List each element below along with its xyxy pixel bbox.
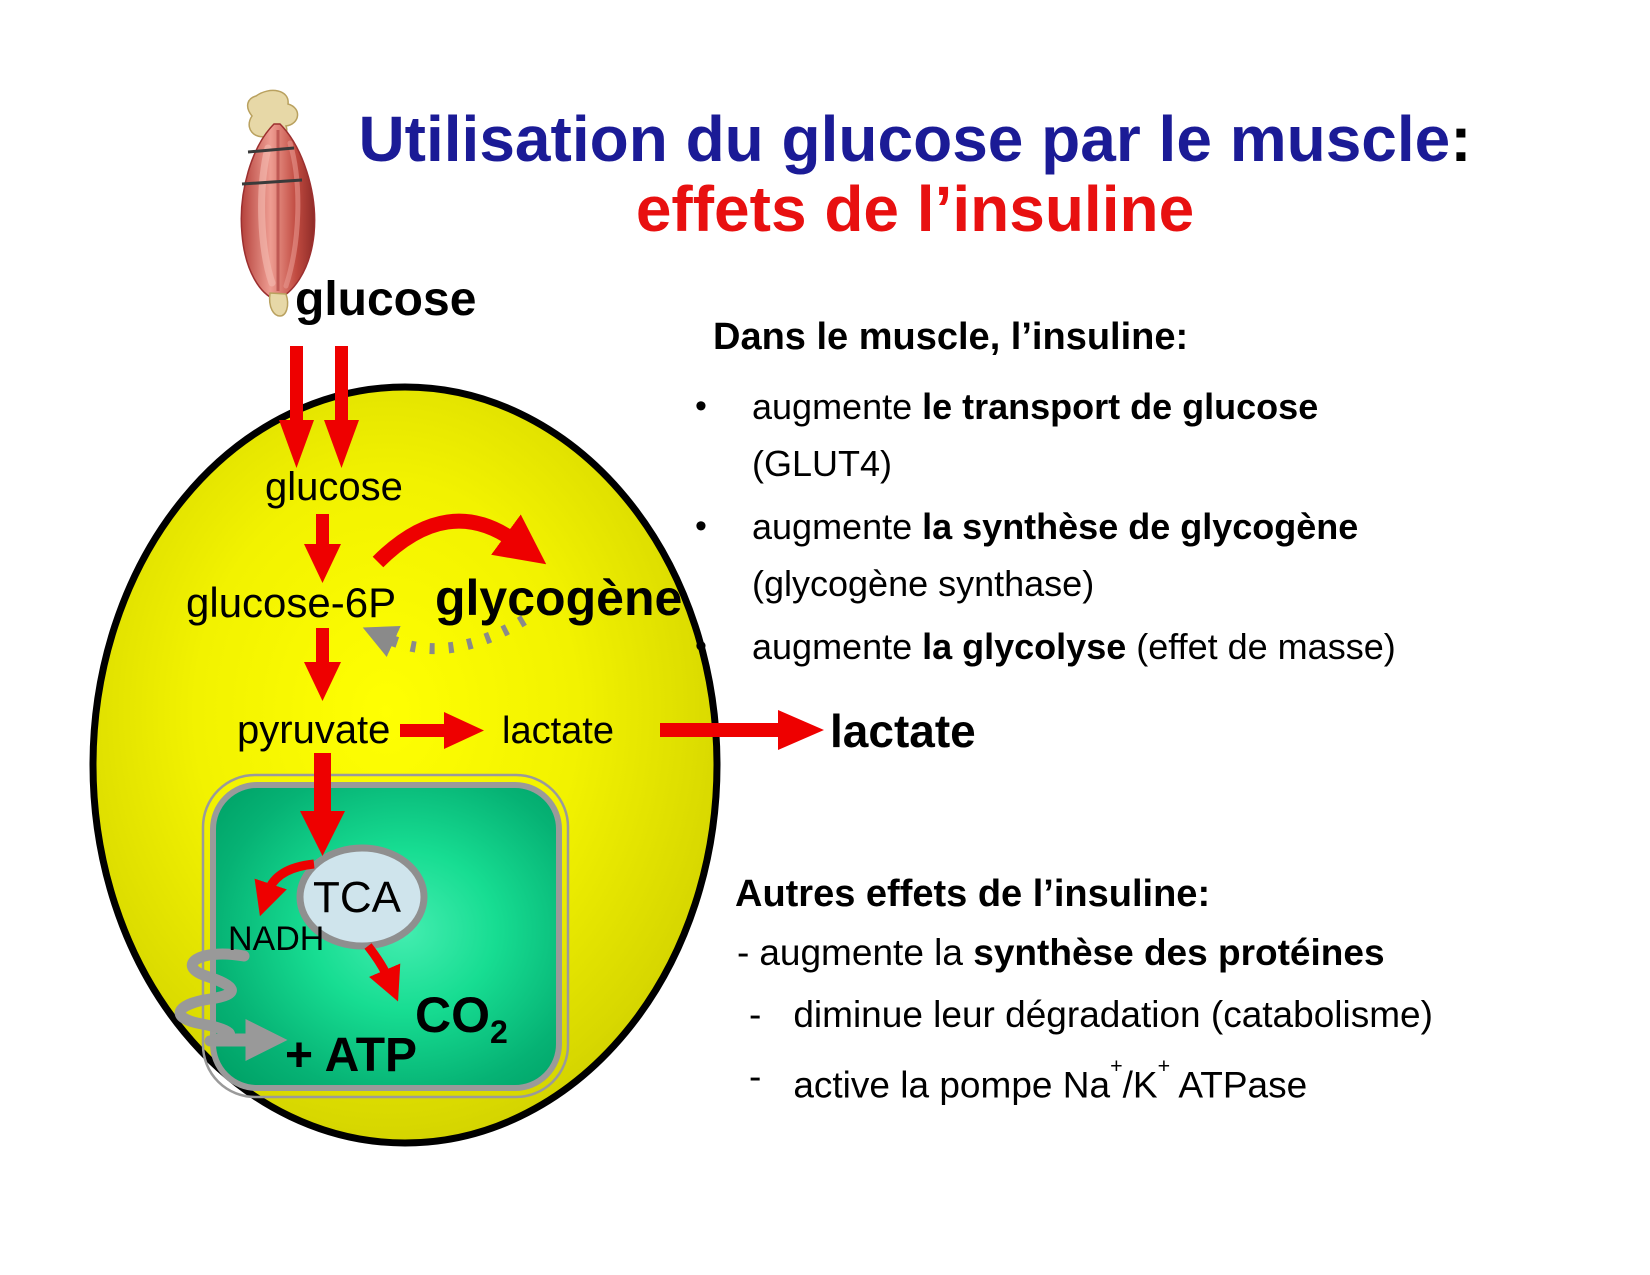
glucose-entry-arrows xyxy=(279,346,359,468)
item-text: diminue leur dégradation (catabolisme) xyxy=(793,994,1433,1035)
dash-icon: - xyxy=(737,932,750,973)
glucose-extracellular-label: glucose xyxy=(295,273,477,326)
glucose-intracellular-label: glucose xyxy=(265,465,403,509)
bullet-bold: le transport de glucose xyxy=(922,386,1319,427)
item-post: ATPase xyxy=(1170,1064,1308,1106)
bullet-icon: • xyxy=(695,387,707,425)
glucose-6p-label: glucose-6P xyxy=(186,579,397,626)
pyruvate-label: pyruvate xyxy=(237,708,391,752)
atp-label: + ATP xyxy=(285,1029,418,1082)
bullet-bold: la synthèse de glycogène xyxy=(922,506,1359,547)
pyruvate-to-lactate-arrow xyxy=(400,712,484,749)
tca-cycle-circle xyxy=(296,844,428,950)
na-plus-sup: + xyxy=(1110,1054,1123,1079)
bullet-pre: augmente xyxy=(752,386,923,427)
bullet-text: augmente la glycolyse (effet de masse) xyxy=(752,618,1396,675)
lactate-extracellular-label: lactate xyxy=(830,705,976,757)
item-degradation: - diminue leur dégradation (catabolisme) xyxy=(737,984,1557,1046)
lactate-intracellular-label: lactate xyxy=(502,710,614,752)
item-text: active la pompe Na+/K+ ATPase xyxy=(793,1046,1307,1116)
tca-to-co2-arrow xyxy=(364,943,401,1002)
title-colon: : xyxy=(1450,103,1472,175)
co2-label: CO2 xyxy=(415,990,508,1048)
item-pre: active la pompe Na xyxy=(793,1064,1111,1106)
bullet-pre: augmente xyxy=(752,506,923,547)
slide-title: Utilisation du glucose par le muscle: ef… xyxy=(340,104,1490,244)
electron-transport-coil xyxy=(174,948,288,1061)
item-text: augmente la synthèse des protéines xyxy=(759,922,1384,984)
bullet-glycolysis: • augmente la glycolyse (effet de masse) xyxy=(695,618,1515,675)
bullet-glucose-transport: • augmente le transport de glucose (GLUT… xyxy=(695,378,1515,492)
g6p-to-glycogen-arrow xyxy=(372,513,547,568)
glycogen-to-g6p-dashed-arrow xyxy=(362,615,527,657)
bullet-post: (effet de masse) xyxy=(1126,626,1396,667)
g6p-to-pyruvate-arrow xyxy=(304,628,341,701)
tca-to-nadh-arrow xyxy=(254,859,315,917)
insulin-effects-heading: Dans le muscle, l’insuline: xyxy=(713,316,1189,358)
bullet-line2: (GLUT4) xyxy=(752,443,893,484)
insulin-effects-list: • augmente le transport de glucose (GLUT… xyxy=(695,378,1515,681)
lactate-export-arrow xyxy=(660,710,824,750)
glycogen-label: glycogène xyxy=(435,570,683,626)
other-effects-list: - augmente la synthèse des protéines - d… xyxy=(737,922,1557,1116)
muscle-image xyxy=(240,89,316,317)
co2-base: CO xyxy=(415,987,490,1043)
k-plus-sup: + xyxy=(1157,1054,1171,1079)
dash-icon: - xyxy=(749,1056,762,1097)
tca-label: TCA xyxy=(313,873,401,922)
other-effects-heading: Autres effets de l’insuline: xyxy=(735,873,1211,915)
glucose-to-g6p-arrow xyxy=(304,514,341,583)
bullet-text: augmente la synthèse de glycogène (glyco… xyxy=(752,498,1358,612)
bullet-pre: augmente xyxy=(752,626,923,667)
item-mid: /K xyxy=(1122,1064,1158,1106)
item-protein-synthesis: - augmente la synthèse des protéines xyxy=(737,922,1557,984)
item-bold: synthèse des protéines xyxy=(973,932,1385,973)
bullet-bold: la glycolyse xyxy=(922,626,1127,667)
dash-icon: - xyxy=(749,994,762,1035)
title-line-1-text: Utilisation du glucose par le muscle xyxy=(358,103,1451,175)
title-line-1: Utilisation du glucose par le muscle: xyxy=(340,104,1490,174)
item-nak-atpase: - active la pompe Na+/K+ ATPase xyxy=(737,1046,1557,1116)
item-pre: augmente la xyxy=(759,932,974,973)
nadh-label: NADH xyxy=(228,920,325,958)
bullet-line2: (glycogène synthase) xyxy=(752,563,1095,604)
bullet-glycogen-synthesis: • augmente la synthèse de glycogène (gly… xyxy=(695,498,1515,612)
bullet-icon: • xyxy=(695,507,707,545)
title-line-2: effets de l’insuline xyxy=(635,173,1195,245)
bullet-icon: • xyxy=(695,627,707,665)
pyruvate-to-mitochondrion-arrow xyxy=(300,753,345,856)
co2-subscript: 2 xyxy=(490,1014,508,1050)
bullet-text: augmente le transport de glucose (GLUT4) xyxy=(752,378,1318,492)
